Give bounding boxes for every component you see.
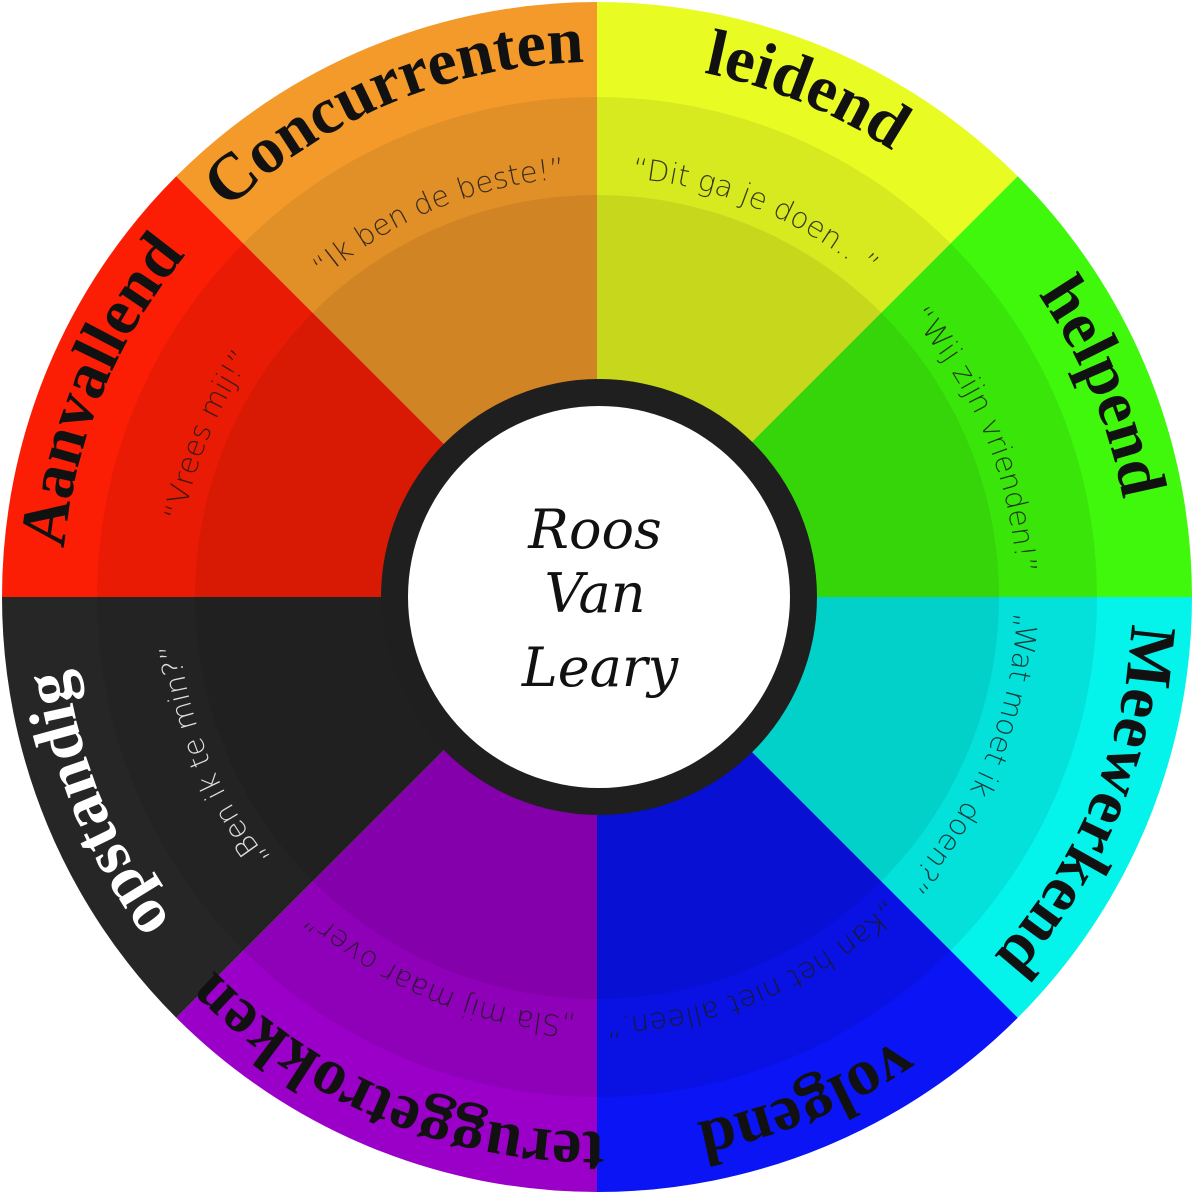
center-title-line-2: Van — [544, 562, 645, 625]
center-title-line-3: Leary — [521, 636, 680, 699]
center-white-disc — [408, 406, 790, 788]
center-title-line-1: Roos — [527, 498, 661, 561]
